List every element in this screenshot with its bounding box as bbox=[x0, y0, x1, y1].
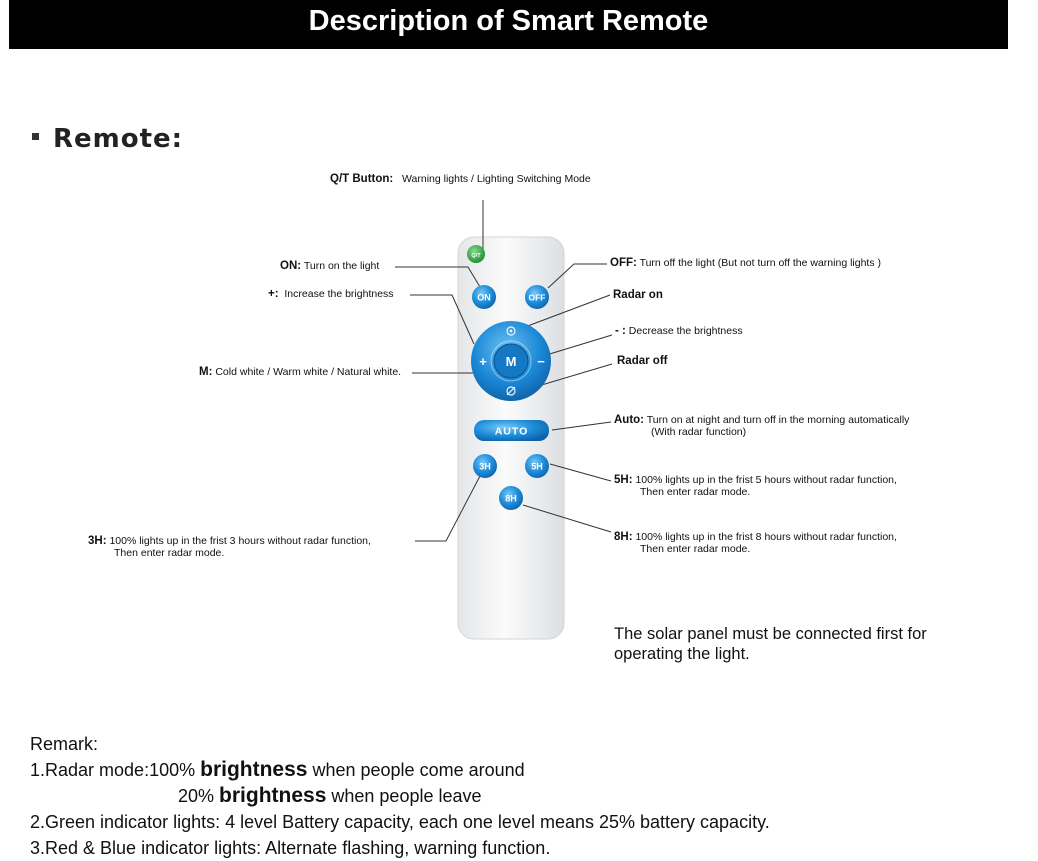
svg-text:OFF: OFF bbox=[529, 293, 546, 303]
radar-on-callout: Radar on bbox=[613, 289, 663, 301]
bullet-icon bbox=[32, 133, 39, 140]
off-button[interactable]: OFF bbox=[525, 285, 549, 309]
svg-text:5H: 5H bbox=[531, 462, 543, 472]
qt-button[interactable]: Q/T bbox=[467, 245, 485, 263]
radar-off-icon[interactable] bbox=[506, 386, 516, 396]
svg-text:M: M bbox=[506, 354, 517, 369]
svg-text:+: + bbox=[479, 354, 487, 369]
minus-callout: - : Decrease the brightness bbox=[615, 325, 743, 337]
m-button[interactable]: M bbox=[493, 343, 529, 379]
radar-on-icon[interactable] bbox=[506, 326, 516, 336]
remark-block: Remark: 1.Radar mode:100% brightness whe… bbox=[30, 731, 770, 861]
header-bar: Description of Smart Remote bbox=[9, 0, 1008, 49]
8h-button[interactable]: 8H bbox=[499, 486, 523, 510]
solar-panel-note: The solar panel must be connected first … bbox=[614, 625, 927, 663]
auto-button[interactable]: AUTO bbox=[474, 420, 549, 441]
plus-button[interactable]: + bbox=[479, 354, 487, 369]
svg-text:Q/T: Q/T bbox=[471, 253, 481, 259]
5h-callout: 5H: 100% lights up in the frist 5 hours … bbox=[614, 474, 897, 498]
auto-callout: Auto: Turn on at night and turn off in t… bbox=[614, 414, 910, 438]
off-callout: OFF: Turn off the light (But not turn of… bbox=[610, 257, 882, 269]
on-button[interactable]: ON bbox=[472, 285, 496, 309]
radar-off-callout: Radar off bbox=[617, 355, 668, 367]
remark-title: Remark: bbox=[30, 734, 99, 754]
svg-text:ON: ON bbox=[477, 293, 491, 303]
remark-line-2: 20% brightness when people leave bbox=[178, 784, 482, 807]
remark-line-4: 3.Red & Blue indicator lights: Alternate… bbox=[30, 838, 551, 858]
plus-callout: +: Increase the brightness bbox=[268, 288, 394, 300]
svg-text:3H: 3H bbox=[479, 462, 491, 472]
svg-text:AUTO: AUTO bbox=[495, 426, 529, 438]
page-title: Description of Smart Remote bbox=[308, 5, 709, 37]
m-callout: M: Cold white / Warm white / Natural whi… bbox=[199, 366, 402, 378]
qt-callout: Q/T Button: Warning lights / Lighting Sw… bbox=[330, 173, 591, 185]
3h-callout: 3H: 100% lights up in the frist 3 hours … bbox=[88, 535, 371, 559]
5h-button[interactable]: 5H bbox=[525, 454, 549, 478]
8h-callout: 8H: 100% lights up in the frist 8 hours … bbox=[614, 531, 897, 555]
minus-button[interactable]: − bbox=[537, 354, 545, 369]
on-callout: ON: Turn on the light bbox=[280, 260, 380, 272]
remark-line-3: 2.Green indicator lights: 4 level Batter… bbox=[30, 812, 770, 832]
3h-button[interactable]: 3H bbox=[473, 454, 497, 478]
svg-text:8H: 8H bbox=[505, 494, 517, 504]
section-title-text: Remote: bbox=[53, 124, 184, 154]
svg-text:−: − bbox=[537, 354, 545, 369]
remark-line-1: 1.Radar mode:100% brightness when people… bbox=[30, 758, 525, 781]
section-title: Remote: bbox=[32, 124, 183, 154]
